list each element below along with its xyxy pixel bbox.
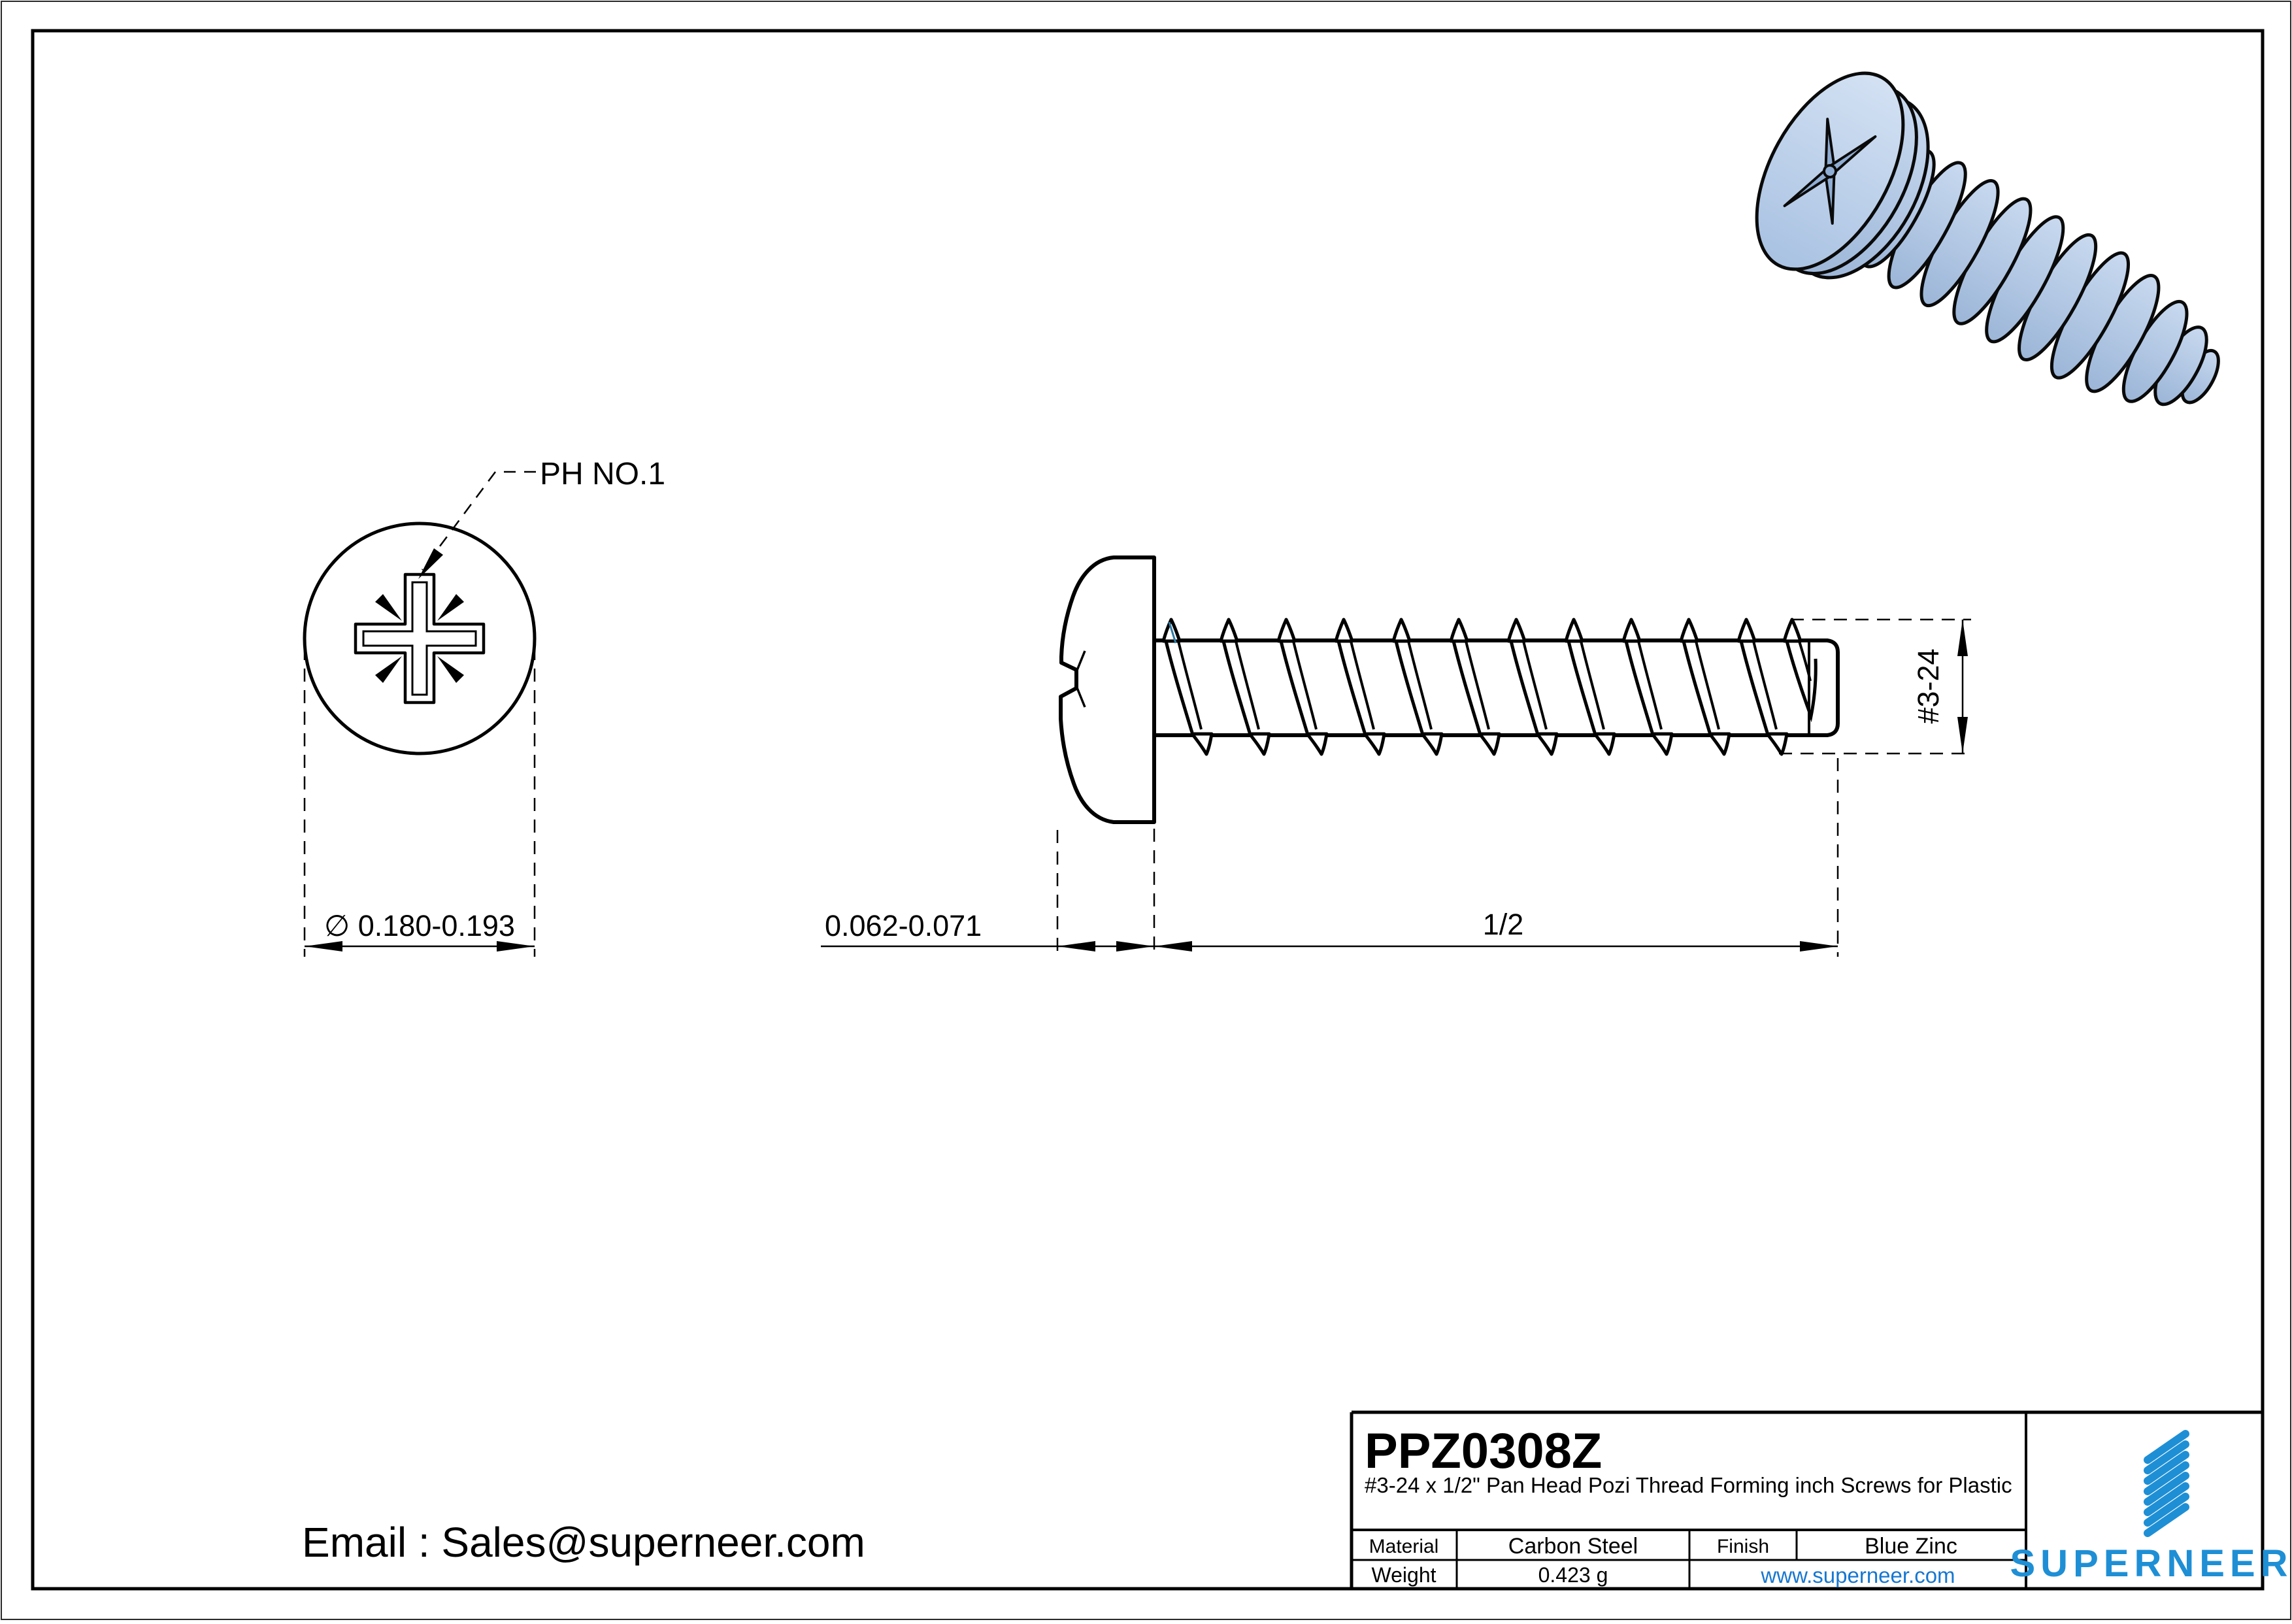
thread-size-dimension: #3-24	[1779, 618, 1971, 755]
screw-3d-render	[1755, 71, 2220, 406]
website-link[interactable]: www.superneer.com	[1760, 1563, 1955, 1587]
head-height-dim: 0.062-0.071	[825, 909, 982, 942]
pozi-recess-icon	[354, 572, 486, 704]
thread-size-dim: #3-24	[1912, 648, 1945, 723]
recess-label: PH NO.1	[540, 457, 665, 491]
finish-value: Blue Zinc	[1865, 1534, 1957, 1559]
pozi-recess-3d-icon	[1783, 118, 1877, 225]
email-text: Email : Sales@superneer.com	[302, 1519, 865, 1566]
superneer-logo-icon	[2144, 1430, 2189, 1537]
side-view: #3-24 0.062-0.071 1/2	[821, 555, 1971, 957]
weight-label: Weight	[1371, 1563, 1436, 1587]
leader-arrowhead	[418, 548, 443, 579]
cad-artifact-line	[1168, 621, 1177, 644]
weight-value: 0.423 g	[1538, 1563, 1608, 1587]
material-label: Material	[1369, 1536, 1439, 1557]
head-diameter-dim: ∅ 0.180-0.193	[324, 909, 515, 942]
head-profile	[1059, 555, 1156, 824]
main-border	[31, 29, 2265, 1591]
length-dimensions: 0.062-0.071 1/2	[821, 758, 1839, 957]
title-block: PPZ0308Z #3-24 x 1/2" Pan Head Pozi Thre…	[1350, 1410, 2292, 1589]
front-view: PH NO.1 ∅ 0.180-0.193	[303, 457, 665, 957]
part-number: PPZ0308Z	[1365, 1423, 1602, 1479]
length-dim: 1/2	[1483, 908, 1524, 941]
part-description: #3-24 x 1/2" Pan Head Pozi Thread Formin…	[1365, 1473, 2012, 1497]
recess-callout: PH NO.1	[418, 457, 665, 579]
finish-label: Finish	[1717, 1536, 1769, 1557]
superneer-logo: SUPERNEER	[2010, 1430, 2292, 1585]
head-diameter-dimension: ∅ 0.180-0.193	[303, 647, 536, 957]
threads	[1163, 620, 1818, 754]
brand-wordmark: SUPERNEER	[2010, 1542, 2292, 1585]
material-value: Carbon Steel	[1508, 1534, 1638, 1559]
